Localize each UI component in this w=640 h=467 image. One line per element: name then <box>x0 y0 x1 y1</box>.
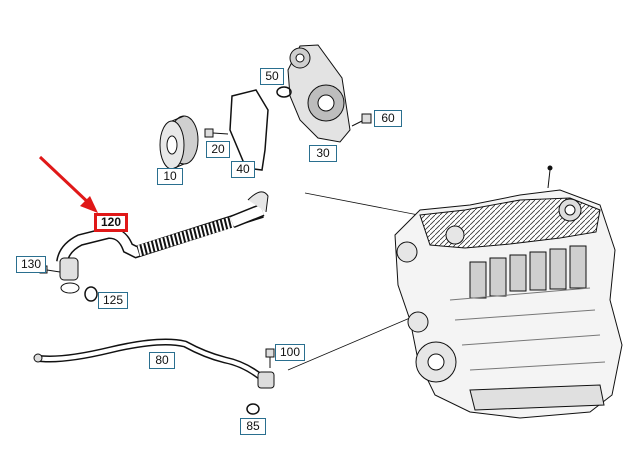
pipe-80-illustration <box>33 338 275 389</box>
callout-10: 10 <box>157 168 183 185</box>
pulley-illustration <box>159 115 199 170</box>
o-ring-50-illustration <box>276 86 292 98</box>
callout-80: 80 <box>149 352 175 369</box>
callout-85: 85 <box>240 418 266 435</box>
red-arrow-icon <box>38 155 98 213</box>
bolt-60-illustration <box>351 113 372 127</box>
hose-illustration <box>56 191 269 294</box>
callout-30: 30 <box>309 145 337 162</box>
callout-100: 100 <box>275 344 305 361</box>
bolt-20-illustration <box>204 128 229 138</box>
timing-cover-illustration <box>287 44 351 143</box>
engine-block-illustration <box>394 165 623 419</box>
callout-130: 130 <box>16 256 46 273</box>
callout-50: 50 <box>260 68 284 85</box>
callout-120-highlighted: 120 <box>94 213 128 232</box>
callout-20: 20 <box>206 141 230 158</box>
o-ring-85-illustration <box>246 403 260 415</box>
callout-40: 40 <box>231 161 255 178</box>
gasket-40-illustration <box>229 89 269 171</box>
callout-125: 125 <box>98 292 128 309</box>
callout-60: 60 <box>374 110 402 127</box>
o-ring-125-illustration <box>84 286 98 302</box>
bolt-100-illustration <box>265 348 275 368</box>
